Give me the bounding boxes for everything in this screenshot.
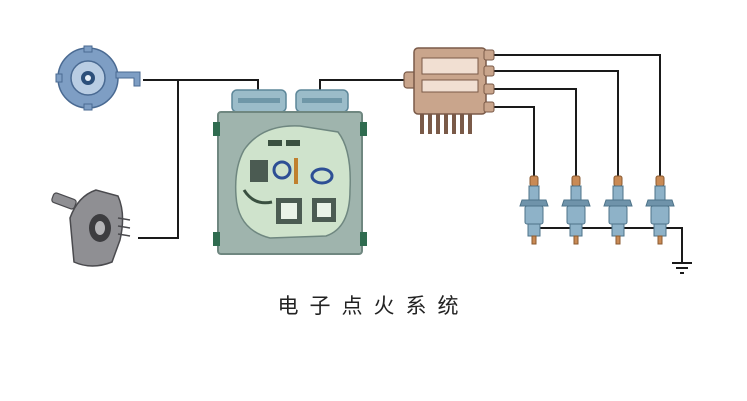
spark-plug-icon	[645, 175, 675, 245]
wire-ecu-to-coil	[319, 79, 406, 90]
ecu-module-icon	[213, 89, 367, 255]
wire-sensor-to-ecu	[138, 80, 179, 239]
crank-sensor-icon	[51, 189, 131, 267]
wire-coil-to-plug-3	[490, 70, 619, 178]
spark-plugs	[519, 175, 675, 245]
wire-distributor-to-ecu	[143, 79, 259, 90]
spark-plug-icon	[519, 175, 549, 245]
spark-plug-icon	[603, 175, 633, 245]
wiring	[138, 54, 683, 262]
diagram-caption: 电子点火系统	[277, 294, 470, 318]
ground-icon	[672, 262, 692, 274]
spark-plug-icon	[561, 175, 591, 245]
ignition-coil-icon	[403, 47, 495, 134]
distributor-icon	[55, 45, 141, 111]
wire-coil-to-plug-4	[490, 54, 661, 178]
wire-plug-ground-bus	[534, 227, 683, 262]
wire-coil-to-plug-1	[490, 106, 535, 178]
wire-coil-to-plug-2	[490, 88, 577, 178]
